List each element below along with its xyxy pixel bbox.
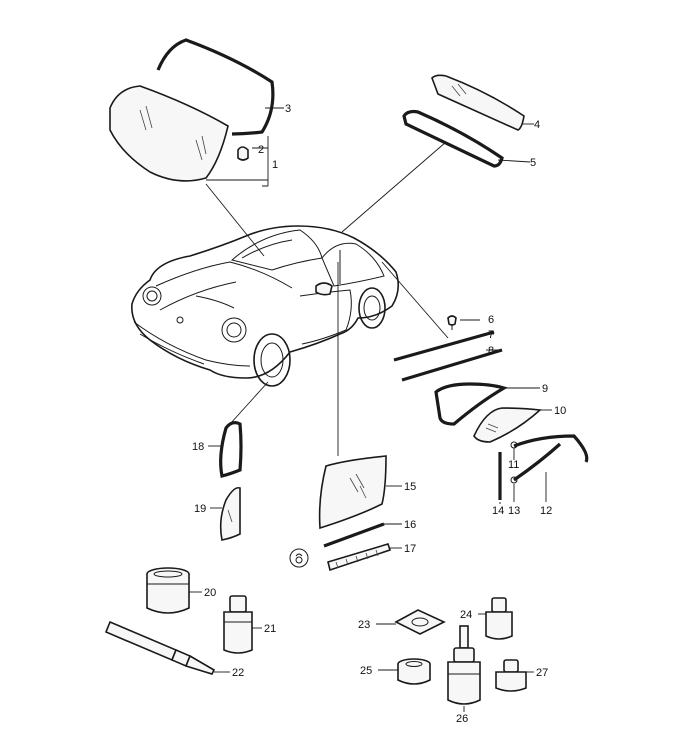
callout-24: 24 [460,609,472,621]
callout-19: 19 [194,503,206,515]
callout-10: 10 [554,405,566,417]
callout-17: 17 [404,543,416,555]
callout-3: 3 [285,103,291,115]
rear-window-glass[interactable] [431,74,525,131]
vent-window-glass[interactable] [219,486,241,541]
quarter-window-seal[interactable] [434,382,509,426]
trim-clip[interactable] [447,315,457,330]
callout-7: 7 [488,329,494,341]
adhesive-pad[interactable] [394,609,446,635]
cap[interactable] [495,659,527,692]
callout-2: 2 [258,144,264,156]
callout-12: 12 [540,505,552,517]
sealant-can[interactable] [146,567,190,614]
callout-9: 9 [542,383,548,395]
callout-22: 22 [232,667,244,679]
trim-strip-lower[interactable] [401,348,503,382]
adhesive-tube[interactable] [104,620,216,675]
cartridge[interactable] [447,625,481,705]
callout-20: 20 [204,587,216,599]
door-window-channel[interactable] [327,543,392,572]
door-window-strip[interactable] [323,522,385,548]
guide-rail[interactable] [513,434,589,482]
callout-1: 1 [272,159,278,171]
primer-bottle[interactable] [223,595,253,654]
spacer-ring[interactable] [397,658,431,685]
vent-window-seal[interactable] [219,421,243,478]
callout-13: 13 [508,505,520,517]
windshield-glass[interactable] [109,85,229,182]
callout-6: 6 [488,314,494,326]
callout-25: 25 [360,665,372,677]
callout-21: 21 [264,623,276,635]
callout-15: 15 [404,481,416,493]
windshield-seal[interactable] [156,38,275,136]
door-glass[interactable] [318,455,387,530]
callout-5: 5 [530,157,536,169]
windshield-clip[interactable] [237,146,249,161]
callout-4: 4 [534,119,540,131]
activator-bottle[interactable] [485,597,513,640]
note-symbol [289,548,309,568]
callout-26: 26 [456,713,468,725]
callout-14: 14 [492,505,504,517]
callout-8: 8 [488,345,494,357]
guide-clip-lower[interactable] [510,476,518,484]
callout-16: 16 [404,519,416,531]
callout-11: 11 [508,459,519,471]
callout-18: 18 [192,441,204,453]
callout-27: 27 [536,667,548,679]
rear-window-seal[interactable] [402,109,504,168]
car-body [131,225,400,387]
callout-23: 23 [358,619,370,631]
trim-strip-upper[interactable] [393,330,495,362]
quarter-window-glass[interactable] [473,407,542,443]
